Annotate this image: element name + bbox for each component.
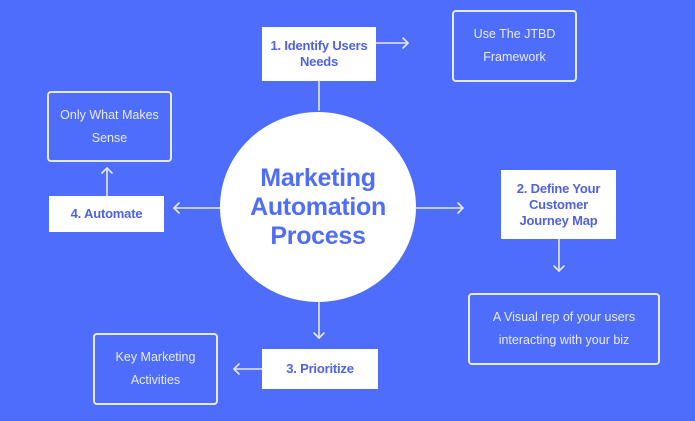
note-jtbd-framework: Use The JTBD Framework: [452, 10, 577, 82]
arrow-center-step4: [173, 202, 221, 214]
arrow-step2-note2: [553, 238, 565, 272]
note-visual-rep: A Visual rep of your users interacting w…: [468, 293, 660, 365]
note-key-marketing-activities: Key Marketing Activities: [93, 333, 218, 405]
step-automate: 4. Automate: [49, 196, 164, 232]
step-identify-users-needs: 1. Identify Users Needs: [262, 27, 376, 81]
step-define-customer-journey-map: 2. Define Your Customer Journey Map: [501, 170, 616, 239]
arrow-step4-note4: [101, 167, 113, 197]
arrow-center-step3: [313, 301, 325, 339]
step-prioritize: 3. Prioritize: [262, 349, 378, 389]
center-node: Marketing Automation Process: [220, 112, 416, 302]
note-only-what-makes-sense: Only What Makes Sense: [47, 91, 172, 162]
arrow-step1-note1: [375, 37, 409, 49]
arrow-center-step2: [415, 202, 464, 214]
arrow-step3-note3: [233, 363, 263, 375]
diagram-title: Marketing Automation Process: [250, 163, 386, 250]
